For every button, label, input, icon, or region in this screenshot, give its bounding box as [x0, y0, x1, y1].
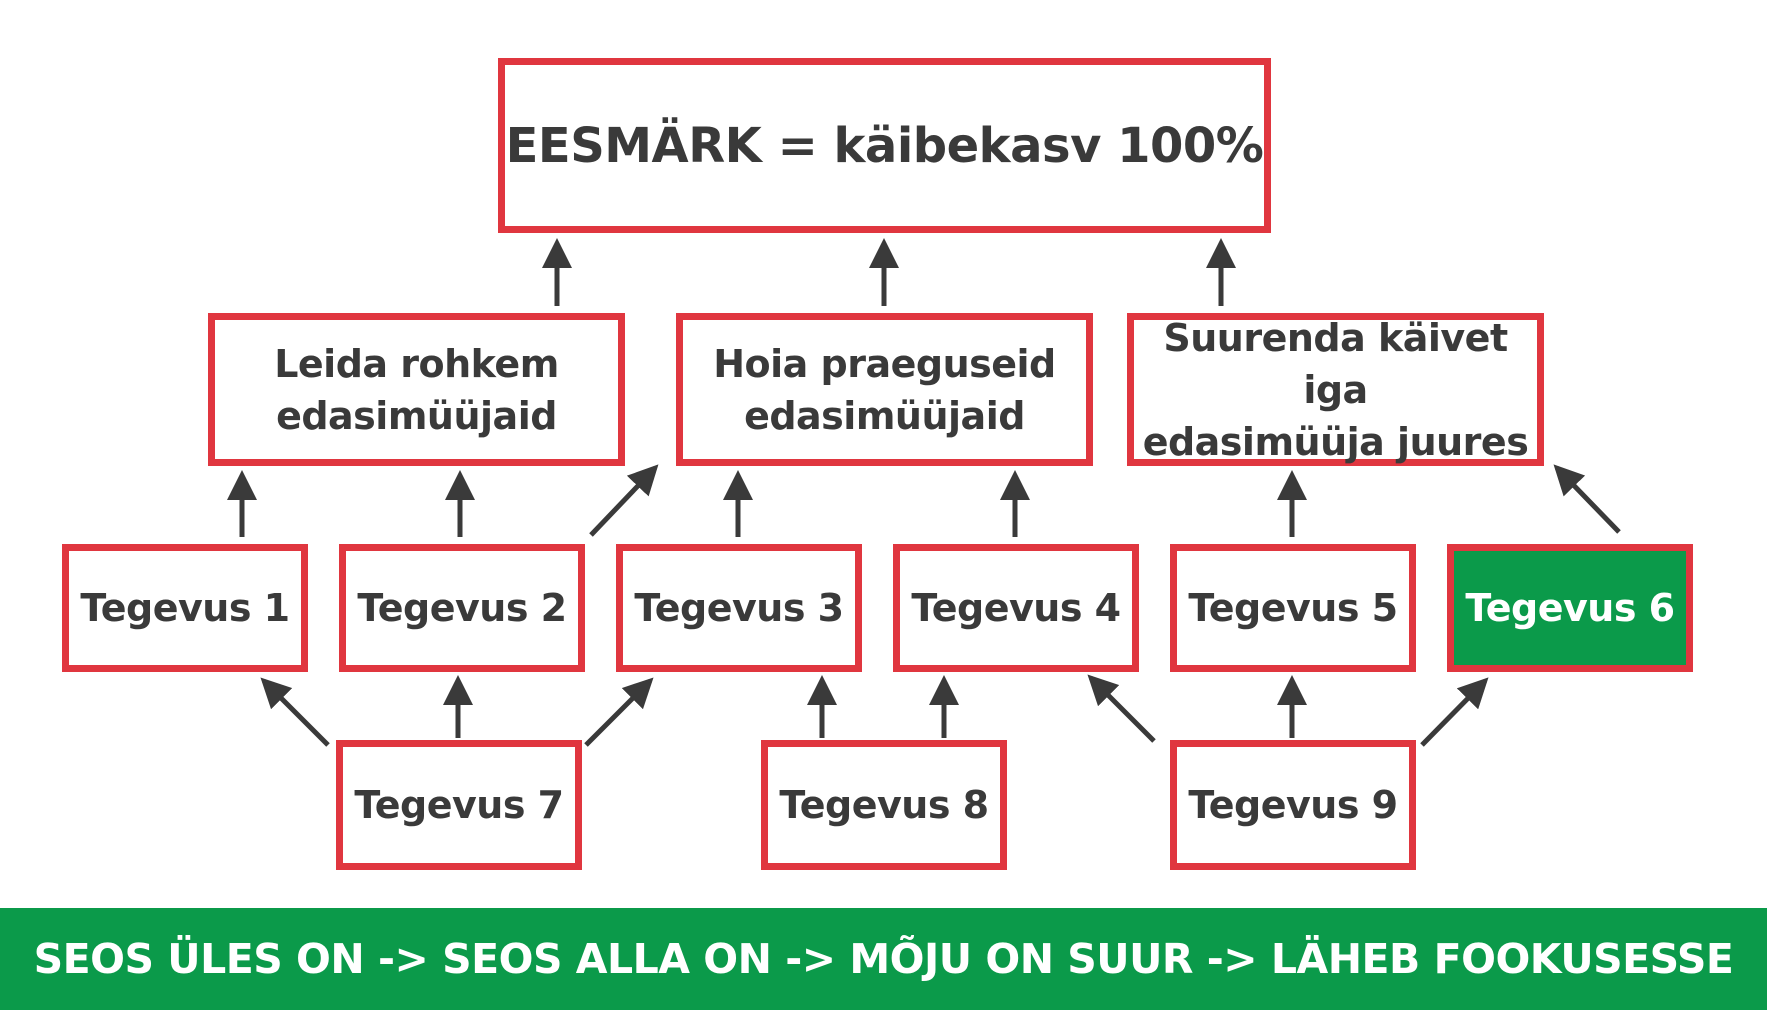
activity-box-6-focus: Tegevus 6	[1447, 544, 1693, 672]
strategy-2-line-2: edasimüüjaid	[744, 393, 1025, 438]
goal-box: EESMÄRK = käibekasv 100%	[498, 58, 1271, 233]
arrow-icon	[1553, 464, 1621, 534]
activity-1-label: Tegevus 1	[80, 586, 290, 630]
strategy-3-line-2: edasimüüja juures	[1142, 419, 1529, 464]
activity-7-label: Tegevus 7	[354, 783, 564, 827]
activity-box-8: Tegevus 8	[761, 740, 1007, 870]
activity-2-label: Tegevus 2	[357, 586, 567, 630]
footer-text: SEOS ÜLES ON -> SEOS ALLA ON -> MÕJU ON …	[33, 935, 1734, 983]
activity-box-5: Tegevus 5	[1170, 544, 1416, 672]
activity-4-label: Tegevus 4	[911, 586, 1121, 630]
connector-arrows	[227, 238, 1621, 747]
strategy-box-2: Hoia praeguseid edasimüüjaid	[676, 313, 1093, 466]
activity-5-label: Tegevus 5	[1188, 586, 1398, 630]
activity-box-7: Tegevus 7	[336, 740, 582, 870]
activity-box-1: Tegevus 1	[62, 544, 308, 672]
strategy-1-line-2: edasimüüjaid	[276, 393, 557, 438]
arrow-icon	[260, 677, 330, 747]
activity-box-4: Tegevus 4	[893, 544, 1139, 672]
activity-8-label: Tegevus 8	[779, 783, 989, 827]
activity-3-label: Tegevus 3	[634, 586, 844, 630]
arrow-icon	[584, 677, 654, 747]
strategy-1-line-1: Leida rohkem	[274, 341, 559, 386]
strategy-box-1: Leida rohkem edasimüüjaid	[208, 313, 625, 466]
activity-box-9: Tegevus 9	[1170, 740, 1416, 870]
footer-banner: SEOS ÜLES ON -> SEOS ALLA ON -> MÕJU ON …	[0, 908, 1767, 1010]
activity-9-label: Tegevus 9	[1188, 783, 1398, 827]
strategy-2-line-1: Hoia praeguseid	[713, 341, 1056, 386]
activity-box-3: Tegevus 3	[616, 544, 862, 672]
activity-box-2: Tegevus 2	[339, 544, 585, 672]
arrow-icon	[589, 464, 659, 537]
activity-6-label: Tegevus 6	[1465, 586, 1675, 630]
strategy-box-3: Suurenda käivet iga edasimüüja juures	[1127, 313, 1544, 466]
arrow-icon	[1087, 674, 1156, 743]
strategy-3-line-1: Suurenda käivet iga	[1163, 315, 1508, 412]
arrow-icon	[1420, 677, 1489, 747]
goal-label: EESMÄRK = käibekasv 100%	[505, 117, 1264, 174]
